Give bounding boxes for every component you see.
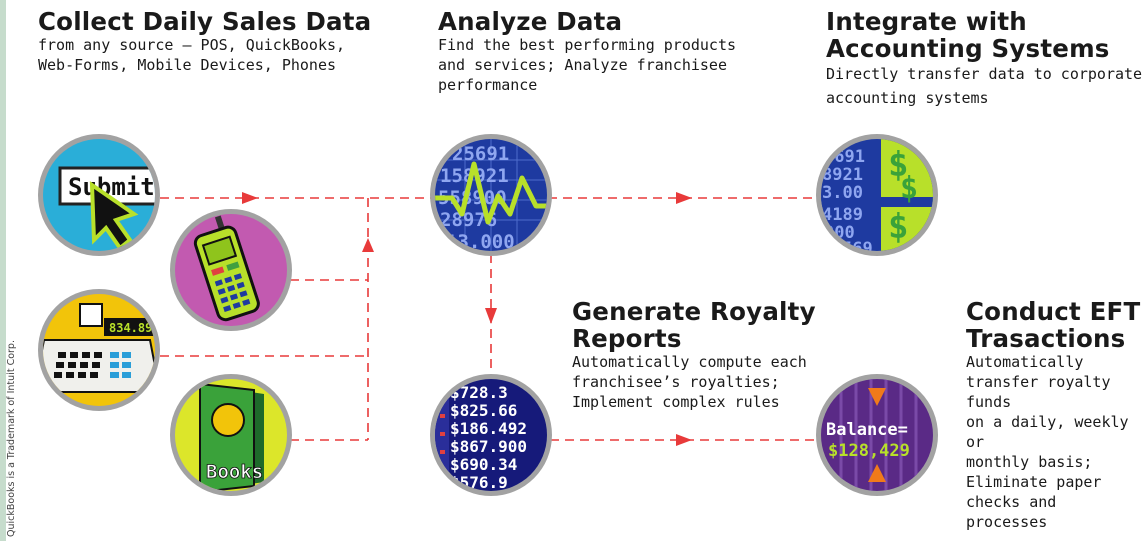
step-integrate-title: Integrate with Accounting Systems [826,7,1110,63]
accounting-digits-row: 4189 [822,205,863,225]
arrow-up-icon [868,464,886,482]
step-collect-desc: from any source – POS, QuickBooks, Web-F… [38,36,346,74]
cash-register-icon: 834.89 [38,289,160,411]
royalty-line: $825.66 [450,401,517,420]
step-collect-title: Collect Daily Sales Data [38,7,372,36]
left-accent-bar [0,0,6,541]
step-integrate: Integrate with Accounting Systems Direct… [826,8,1142,110]
step-integrate-desc: Directly transfer data to corporate acco… [826,65,1143,107]
books-label: Books [206,461,263,483]
royalty-line: $690.34 [450,455,517,474]
balance-label: Balance= [826,420,908,440]
arrow-right-icon [676,434,692,446]
step-eft: Conduct EFT Trasactions Automatically tr… [966,298,1144,532]
balance-value: $128,429 [828,441,910,461]
arrow-up-icon [362,238,374,252]
step-analyze-desc: Find the best performing products and se… [438,36,737,94]
svg-text:$: $ [888,207,908,247]
step-eft-desc: Automatically transfer royalty funds on … [966,353,1129,531]
submit-web-form-icon: Submit [38,134,160,256]
step-royalty: Generate Royalty Reports Automatically c… [572,298,816,412]
accounting-digits-row: 3.00 [822,183,863,203]
arrow-right-icon [676,192,692,204]
mobile-phone-icon [170,209,292,331]
step-analyze-title: Analyze Data [438,7,623,36]
analyze-data-icon: 25691 158921 558900 28976 13.000 [430,134,552,256]
royalty-report-icon: $728.3 $825.66 $186.492 $867.900 $690.34… [430,374,552,496]
svg-text:$: $ [888,145,908,185]
step-royalty-desc: Automatically compute each franchisee’s … [572,353,807,411]
arrow-down-icon [868,388,886,406]
royalty-line: $728.3 [450,383,508,402]
eft-balance-icon: Balance= $128,429 [816,374,938,496]
accounting-digits-row: 8921 [822,165,863,185]
accounting-systems-icon: 3691 8921 3.00 4189 000 569 $ $ $ [816,134,938,256]
arrow-down-icon [485,308,497,324]
analyze-digits-row: 28976 [440,209,497,231]
royalty-line: $186.492 [450,419,527,438]
step-royalty-title: Generate Royalty Reports [572,297,816,353]
arrow-right-icon [242,192,258,204]
royalty-line: $867.900 [450,437,527,456]
step-eft-title: Conduct EFT Trasactions [966,297,1141,353]
analyze-digits-row: 158921 [440,165,509,187]
step-collect: Collect Daily Sales Data from any source… [38,8,371,75]
quickbooks-icon: Books [170,374,292,496]
analyze-digits-row: 25691 [452,143,509,165]
register-display: 834.89 [109,321,152,335]
step-analyze: Analyze Data Find the best performing pr… [438,8,736,95]
svg-text:$: $ [900,171,918,206]
